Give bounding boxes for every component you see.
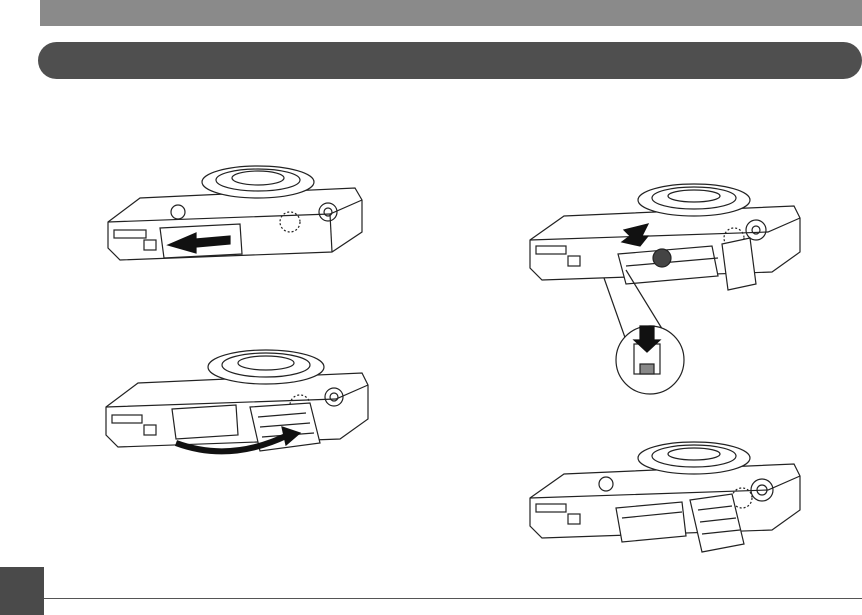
insert-battery-figure <box>522 180 802 400</box>
open-battery-cover-icon <box>100 160 365 275</box>
battery-cover-hinge-figure <box>100 343 372 468</box>
page-number-tab <box>0 567 44 615</box>
header-bar <box>40 0 862 26</box>
battery-cover-hinge-icon <box>100 343 372 468</box>
section-title-bar <box>38 42 862 79</box>
open-battery-cover-figure <box>100 160 365 275</box>
battery-inserted-figure <box>522 438 802 563</box>
insert-battery-icon <box>522 180 802 400</box>
footer-rule <box>44 598 862 599</box>
battery-inserted-icon <box>522 438 802 563</box>
